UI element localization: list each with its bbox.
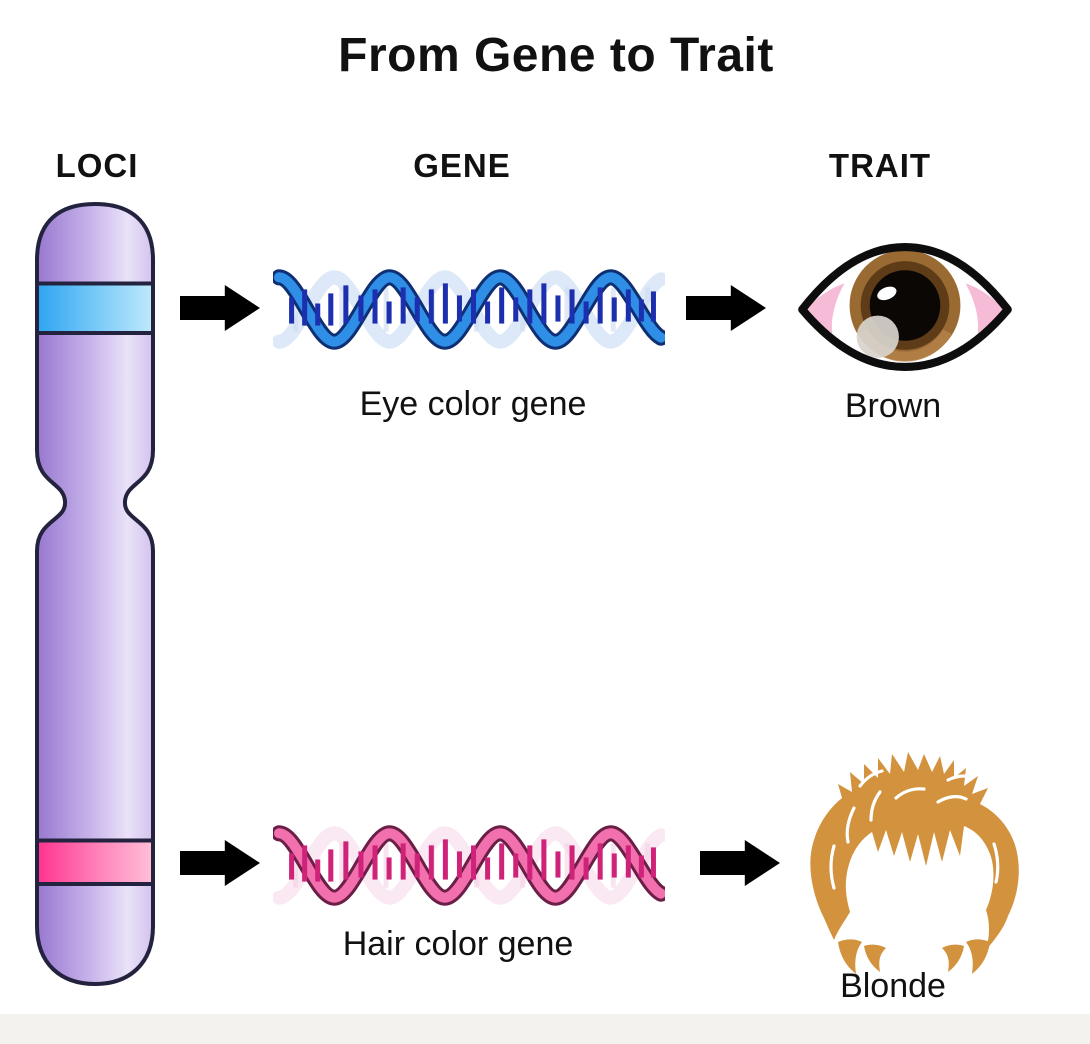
gene-label-eye-color: Eye color gene [359,385,587,423]
tear-duct-right [965,283,1004,334]
tear-duct-left [806,283,845,334]
trait-label-blonde: Blonde [840,967,946,1005]
column-header-trait: TRAIT [828,147,932,184]
arrow-right-icon [700,840,780,886]
eye-icon [798,243,1012,371]
footer-strip [0,1014,1090,1044]
arrow-right-icon [180,285,260,331]
hair-color-locus-band [37,842,153,882]
hair-icon [810,752,1019,974]
eye-color-locus-band [37,285,153,331]
dna-helix-icon [279,277,661,342]
chromosome-icon [35,201,155,987]
gene-label-hair-color: Hair color gene [342,925,574,963]
column-header-loci: LOCI [55,147,139,184]
column-header-gene: GENE [413,147,511,184]
page-title: From Gene to Trait [338,29,774,82]
arrow-right-icon [686,285,766,331]
dna-helix-icon [279,833,661,898]
arrow-right-icon [180,840,260,886]
trait-label-brown: Brown [844,387,942,425]
